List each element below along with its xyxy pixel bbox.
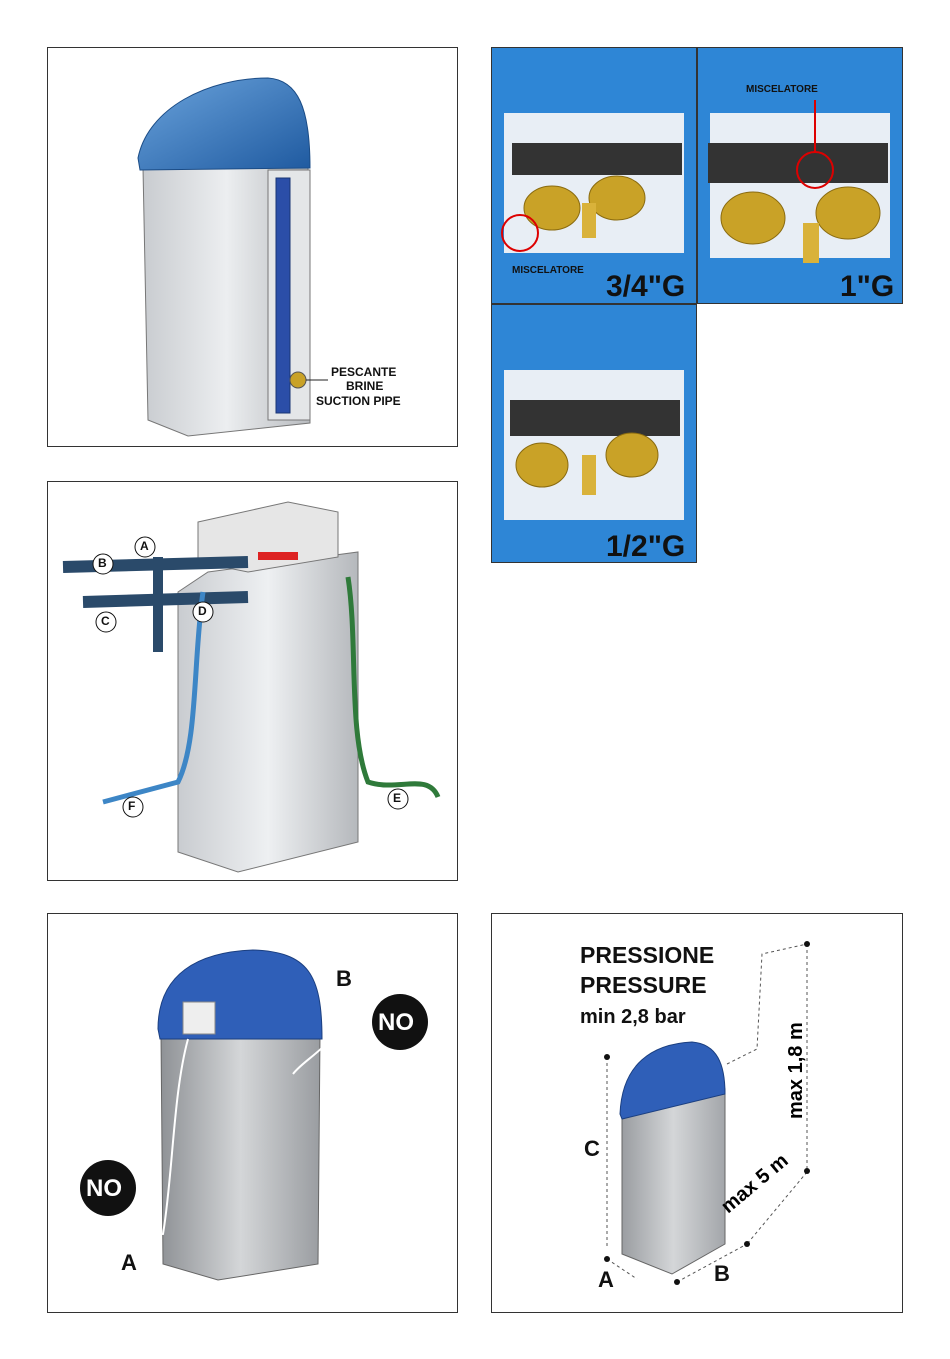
softener-connections-illustration [48,482,458,881]
label-a: A [121,1250,137,1276]
mixer-label-1: MISCELATORE [746,84,818,95]
pressure-line-1: PRESSIONE [580,942,714,969]
panel-connections: A B C D E F [47,481,458,881]
valve-size-3-4: 3/4"G [606,270,685,304]
panel-pressure: max 1,8 m max 5 m PRESSIONE PRESSURE min… [491,913,903,1313]
no-badge-bottom: NO [86,1175,122,1203]
no-badge-top: NO [378,1009,414,1037]
valve-size-1: 1"G [840,270,894,304]
pressure-line-3: min 2,8 bar [580,1006,686,1029]
connection-label-a: A [140,539,149,553]
pressure-line-2: PRESSURE [580,972,707,999]
valve-1-panel: MISCELATORE 1"G [697,47,903,304]
suction-label-2: BRINE [346,379,383,393]
label-c: C [584,1136,600,1162]
valve-size-1-2: 1/2"G [606,530,685,563]
connection-label-f: F [128,799,135,813]
valve-1-2-illustration [492,305,697,563]
max-length-label: max 5 m [717,1150,792,1218]
panel-brine-suction: PESCANTE BRINE SUCTION PIPE [47,47,458,447]
max-height-label: max 1,8 m [785,1022,807,1119]
label-b: B [336,966,352,992]
suction-label-3: SUCTION PIPE [316,394,401,408]
label-b: B [714,1261,730,1287]
connection-label-e: E [393,791,401,805]
mixer-label-3-4: MISCELATORE [512,265,584,276]
valve-1-2-panel: 1/2"G [491,304,697,563]
softener-illustration-1 [48,48,458,447]
label-a: A [598,1267,614,1293]
valve-3-4-panel: MISCELATORE 3/4"G [491,47,697,304]
connection-label-c: C [101,614,110,628]
connection-label-d: D [198,604,207,618]
connection-label-b: B [98,556,107,570]
suction-label-1: PESCANTE [331,365,396,379]
panel-wrong-installation: NO NO B A [47,913,458,1313]
softener-wrong-illustration [48,914,458,1313]
